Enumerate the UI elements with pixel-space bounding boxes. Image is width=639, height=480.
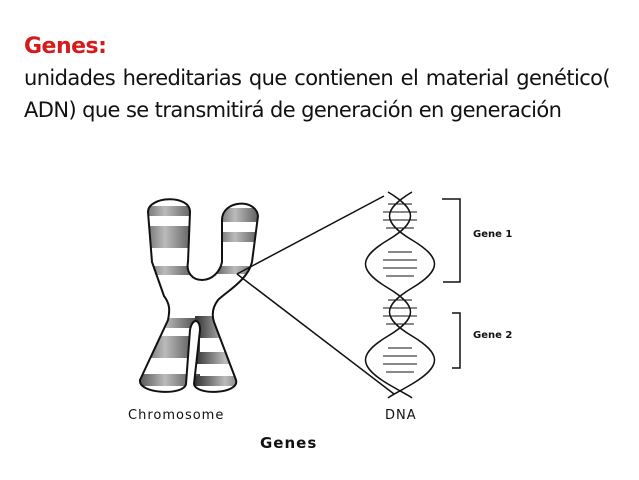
dna-helix — [364, 191, 436, 399]
chromosome-label: Chromosome — [128, 408, 225, 423]
gene1-bracket — [442, 198, 461, 283]
gene1-label: Gene 1 — [473, 229, 513, 240]
diagram-caption: Genes — [260, 434, 318, 452]
heading: Genes: — [24, 34, 107, 59]
gene2-bracket — [452, 312, 461, 369]
chromosome-illustration — [139, 199, 258, 392]
description: unidades hereditarias que contienen el m… — [24, 66, 611, 122]
dna-label: DNA — [385, 408, 417, 423]
gene2-label: Gene 2 — [473, 330, 513, 341]
